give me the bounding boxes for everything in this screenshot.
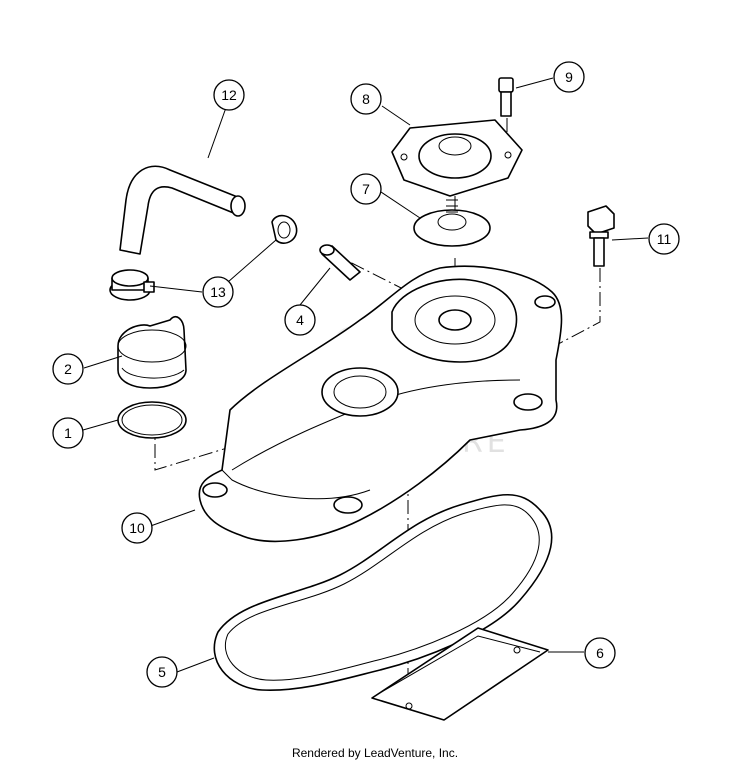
breather-hose xyxy=(119,165,246,255)
callout-4: 4 xyxy=(284,304,316,336)
leader-lines xyxy=(82,77,649,673)
footer-credit: Rendered by LeadVenture, Inc. xyxy=(291,746,459,760)
callout-13: 13 xyxy=(202,276,234,308)
callout-8: 8 xyxy=(350,83,382,115)
screw xyxy=(498,77,514,117)
callout-10: 10 xyxy=(121,512,153,544)
hose-clamp-upper xyxy=(271,214,298,244)
svg-text:6: 6 xyxy=(596,645,604,661)
gasket xyxy=(213,493,553,692)
oil-cap xyxy=(117,315,187,389)
callout-7: 7 xyxy=(350,173,382,205)
callout-1: 1 xyxy=(52,417,84,449)
svg-text:12: 12 xyxy=(221,87,237,103)
callout-2: 2 xyxy=(52,353,84,385)
svg-text:4: 4 xyxy=(296,312,304,328)
svg-text:5: 5 xyxy=(158,664,166,680)
bolt xyxy=(587,205,615,267)
hose-clamp-lower xyxy=(109,269,155,301)
callout-12: 12 xyxy=(213,79,245,111)
svg-text:2: 2 xyxy=(64,361,72,377)
callout-11: 11 xyxy=(648,223,680,255)
plate xyxy=(371,627,549,721)
svg-text:11: 11 xyxy=(657,231,672,247)
breather-cover xyxy=(391,119,523,197)
valve-cover xyxy=(198,265,563,543)
svg-text:1: 1 xyxy=(64,425,72,441)
fitting xyxy=(319,244,361,281)
svg-text:9: 9 xyxy=(565,69,573,85)
svg-text:8: 8 xyxy=(362,91,370,107)
o-ring xyxy=(117,401,187,439)
svg-text:10: 10 xyxy=(129,520,145,536)
svg-text:7: 7 xyxy=(362,181,370,197)
diaphragm xyxy=(413,199,491,247)
svg-text:13: 13 xyxy=(210,284,226,300)
callout-9: 9 xyxy=(553,61,585,93)
callout-5: 5 xyxy=(146,656,178,688)
callout-6: 6 xyxy=(584,637,616,669)
